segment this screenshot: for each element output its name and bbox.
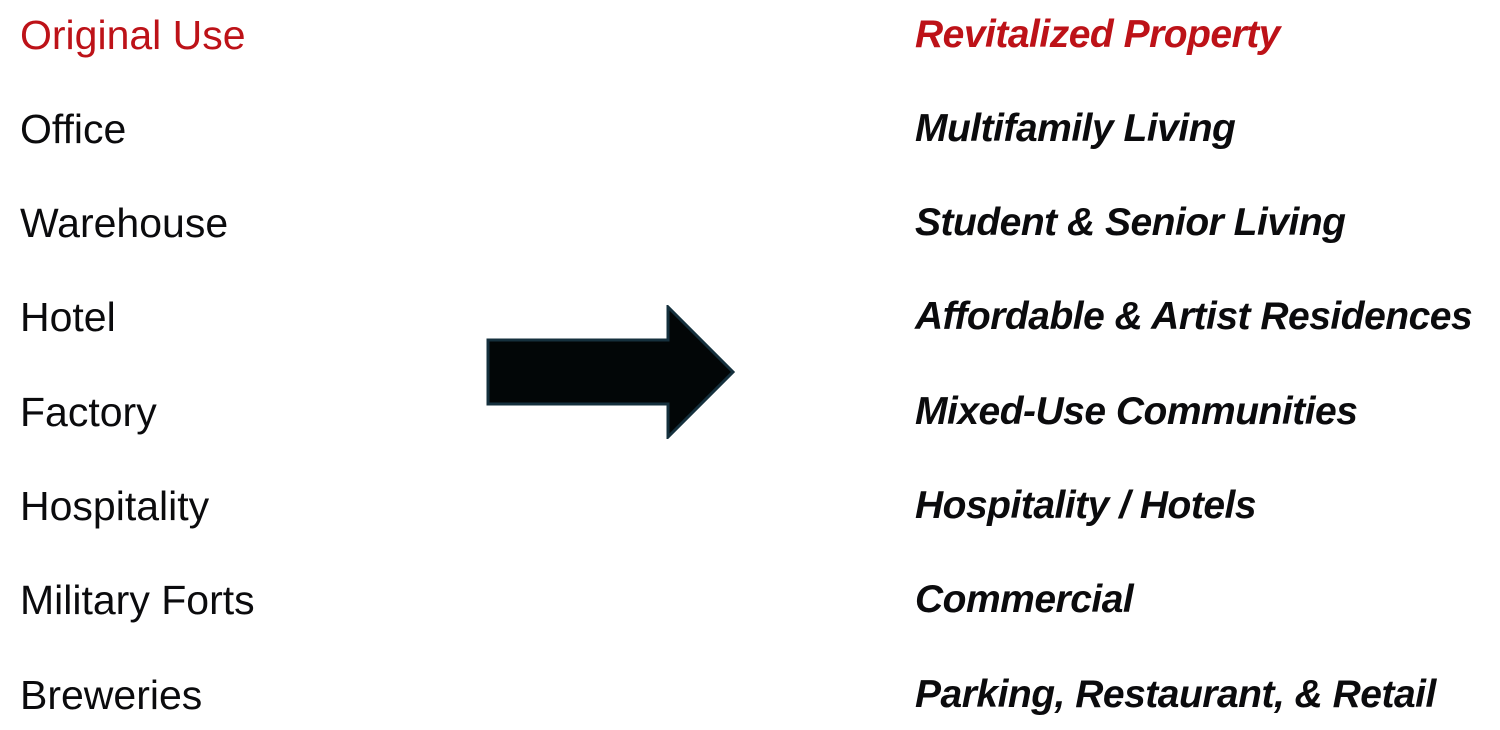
right-arrow-icon (486, 303, 736, 441)
original-use-warehouse: Warehouse (20, 200, 229, 246)
original-use-hotel: Hotel (20, 294, 116, 340)
header-row: Original Use Revitalized Property (0, 11, 1500, 59)
table-row: Hospitality Hospitality / Hotels (0, 482, 1500, 530)
revitalized-student-senior-living: Student & Senior Living (915, 201, 1346, 244)
table-row: Hotel Affordable & Artist Residences (0, 293, 1500, 341)
revitalized-property-header: Revitalized Property (915, 13, 1280, 56)
revitalized-multifamily-living: Multifamily Living (915, 107, 1236, 150)
table-row: Factory Mixed-Use Communities (0, 388, 1500, 436)
revitalized-parking-restaurant-retail: Parking, Restaurant, & Retail (915, 673, 1436, 716)
table-row: Warehouse Student & Senior Living (0, 199, 1500, 247)
table-row: Breweries Parking, Restaurant, & Retail (0, 671, 1500, 719)
original-use-breweries: Breweries (20, 672, 203, 718)
table-row: Military Forts Commercial (0, 576, 1500, 624)
original-use-header: Original Use (20, 12, 246, 58)
revitalized-hospitality-hotels: Hospitality / Hotels (915, 484, 1257, 527)
table-row: Office Multifamily Living (0, 105, 1500, 153)
original-use-office: Office (20, 106, 127, 152)
original-use-military-forts: Military Forts (20, 577, 255, 623)
original-use-factory: Factory (20, 389, 157, 435)
revitalized-commercial: Commercial (915, 578, 1134, 621)
revitalized-mixed-use-communities: Mixed-Use Communities (915, 390, 1358, 433)
original-use-hospitality: Hospitality (20, 483, 210, 529)
revitalized-affordable-artist-residences: Affordable & Artist Residences (915, 295, 1473, 338)
